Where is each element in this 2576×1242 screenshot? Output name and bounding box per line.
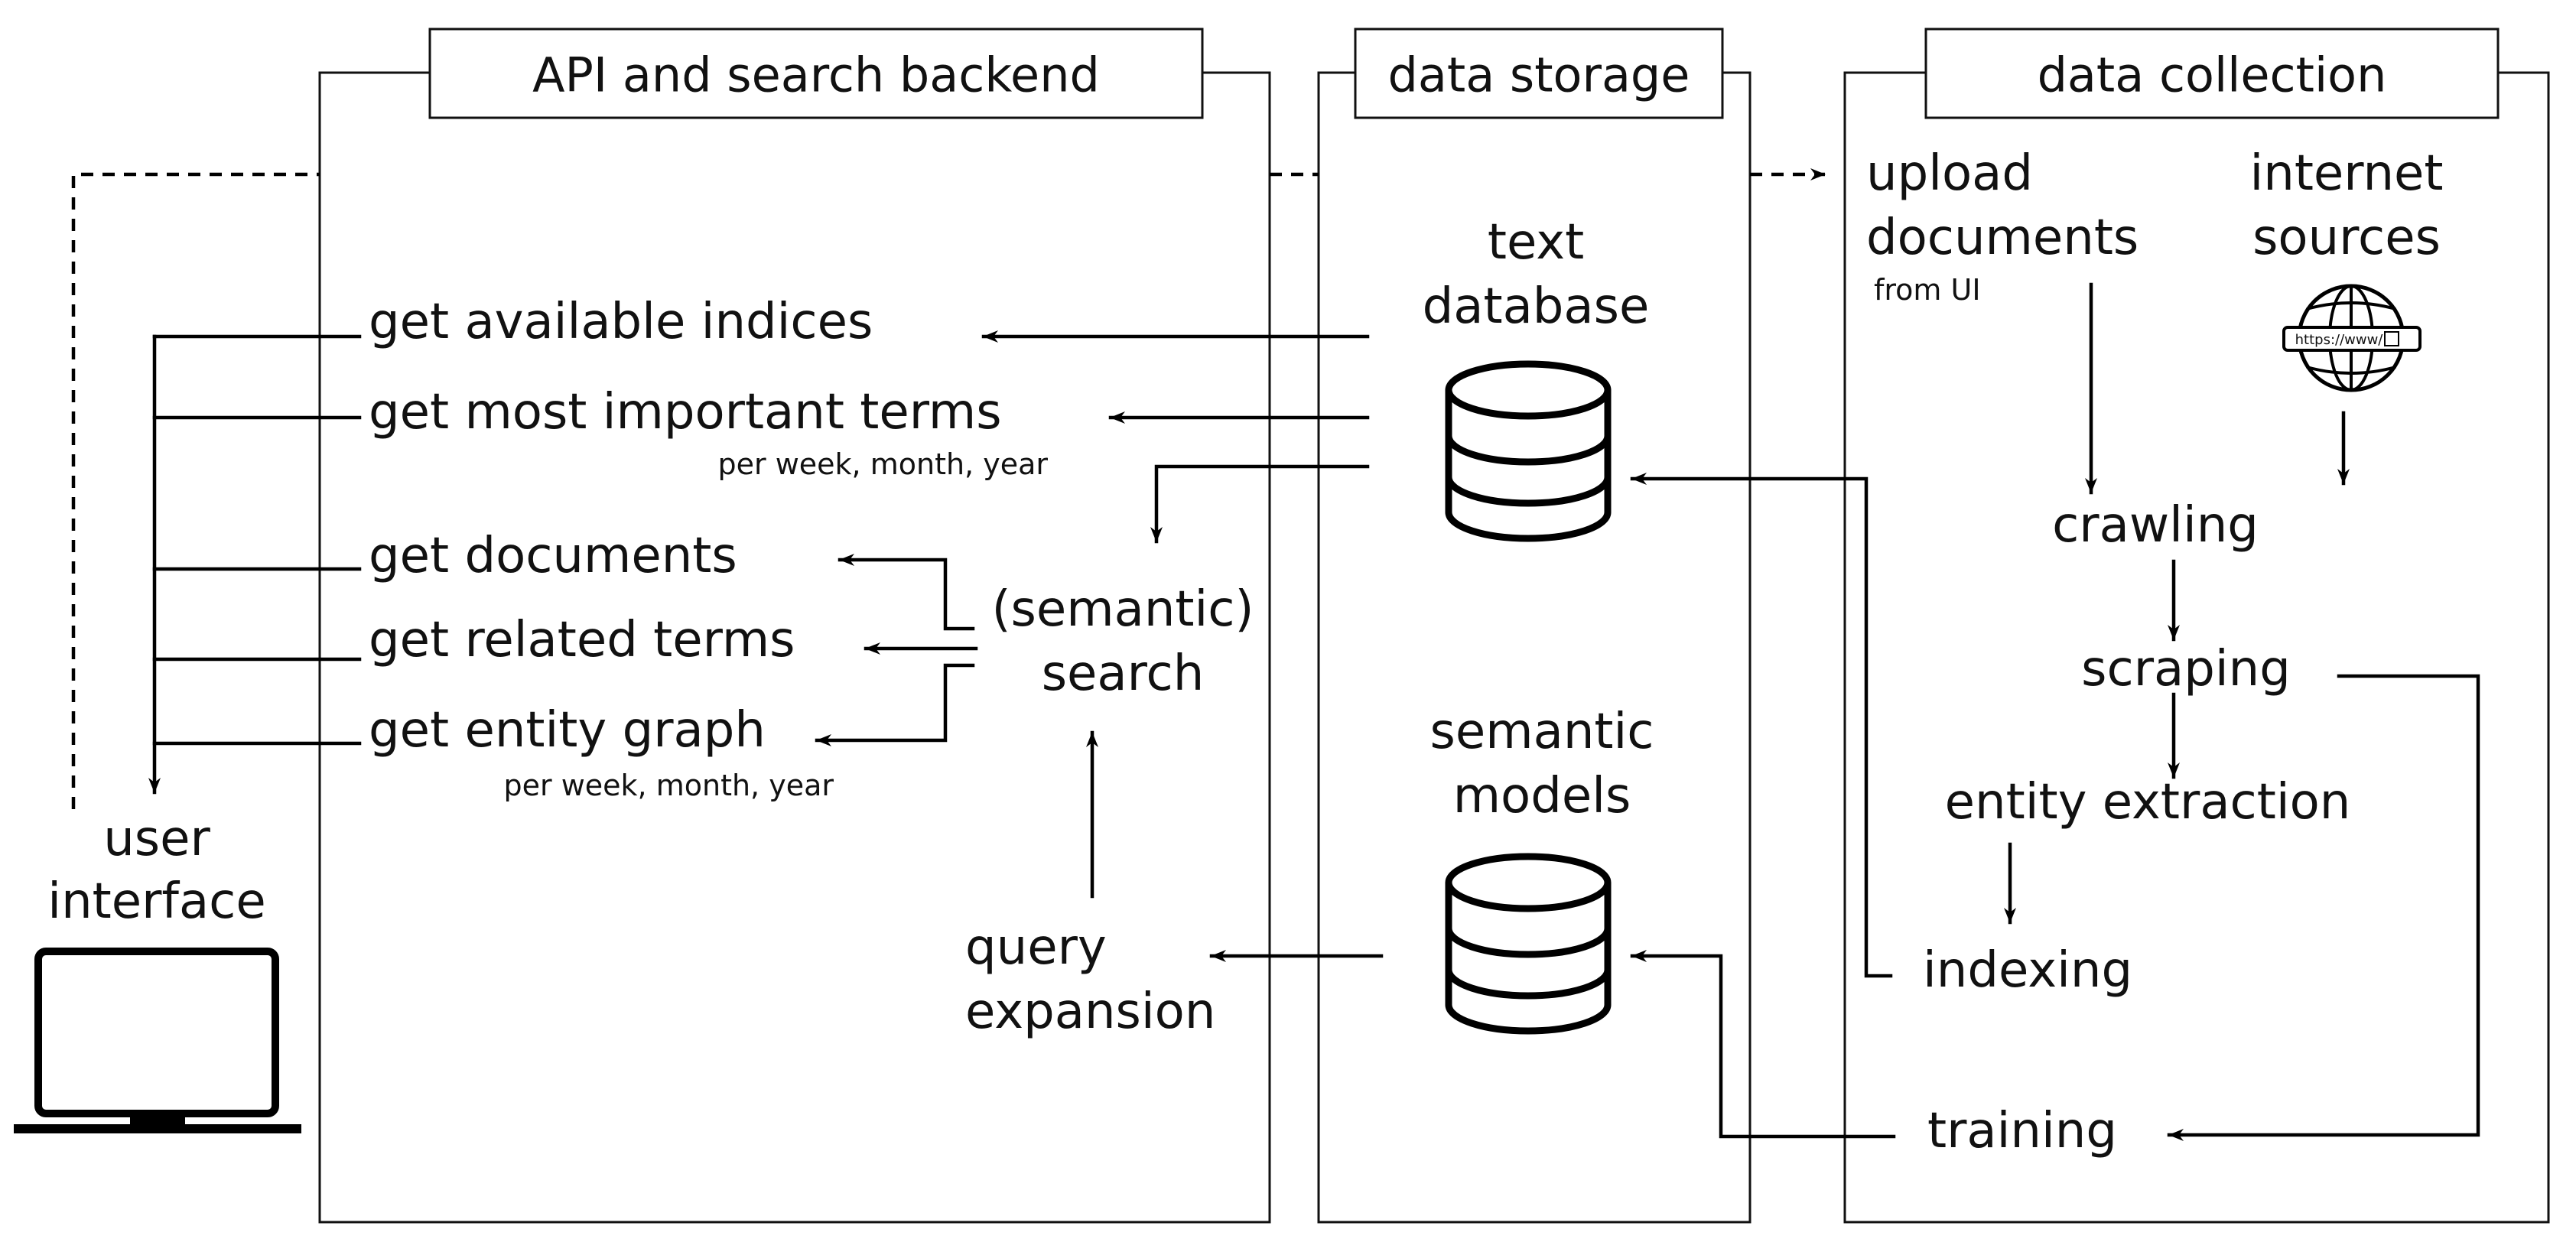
upload-documents-line1: upload <box>1866 145 2033 202</box>
query-expansion-line1: query <box>965 919 1107 976</box>
dashed-line-ui <box>71 172 320 809</box>
api-items: get available indices get most important… <box>369 294 1254 1040</box>
collection-panel: data collection <box>1843 28 2550 1224</box>
arrow-to-entity-graph <box>815 663 975 746</box>
user-interface-line2: interface <box>47 873 265 930</box>
semantic-search-line1: (semantic) <box>992 581 1254 638</box>
get-documents-label: get documents <box>369 528 737 584</box>
laptop-icon <box>14 948 301 1133</box>
dashed-upload-link <box>71 168 1826 809</box>
storage-panel-tab <box>1354 28 1724 119</box>
storage-panel-title: data storage <box>1388 47 1690 103</box>
upload-documents-line2: documents <box>1866 210 2139 266</box>
terms-period-note: per week, month, year <box>718 447 1049 481</box>
graph-period-note: per week, month, year <box>504 769 834 802</box>
collection-panel-border <box>1843 71 2550 1224</box>
upload-from-ui-note: from UI <box>1874 273 1981 307</box>
entity-extraction-label: entity extraction <box>1945 774 2351 831</box>
collection-panel-tab <box>1924 28 2500 119</box>
arrow-indexing-to-text-database <box>1630 473 1893 978</box>
internet-sources-line1: internet <box>2249 145 2443 202</box>
url-bar-text: https://www/ <box>2295 332 2384 348</box>
internet-sources-line2: sources <box>2252 210 2441 266</box>
text-database-line1: text <box>1488 214 1584 271</box>
database-icon <box>1445 853 1612 1035</box>
get-entity-graph-label: get entity graph <box>369 702 766 759</box>
ui-connectors <box>148 334 362 795</box>
collection-flow-arrows <box>1630 282 2480 1141</box>
database-icon <box>1445 360 1612 542</box>
user-interface-line1: user <box>103 811 210 867</box>
training-label: training <box>1927 1103 2117 1159</box>
arrow-to-documents <box>838 554 975 631</box>
storage-to-api-arrows <box>981 330 1384 962</box>
text-database-line2: database <box>1423 278 1650 335</box>
scraping-label: scraping <box>2081 641 2291 697</box>
get-related-terms-label: get related terms <box>369 612 795 668</box>
semantic-models-line2: models <box>1453 768 1631 824</box>
storage-items: text database semantic models <box>1423 214 1654 1035</box>
get-available-indices-label: get available indices <box>369 294 873 350</box>
indexing-label: indexing <box>1923 942 2132 999</box>
search-output-arrows <box>815 554 1098 899</box>
arrow-scraping-to-training <box>2167 674 2480 1141</box>
api-panel-border <box>318 71 1271 1224</box>
get-most-important-terms-label: get most important terms <box>369 384 1002 441</box>
globe-icon: https://www/ <box>2282 284 2422 392</box>
semantic-search-line2: search <box>1042 645 1205 702</box>
arrow-training-to-semantic-models <box>1630 950 1896 1139</box>
semantic-models-line1: semantic <box>1430 704 1654 760</box>
user-interface: user interface <box>14 811 301 1133</box>
api-panel-title: API and search backend <box>532 47 1100 103</box>
arrow-to-search <box>1150 464 1370 544</box>
collection-items: upload documents from UI internet source… <box>1866 145 2444 1159</box>
api-panel-tab <box>428 28 1204 119</box>
storage-panel: data storage <box>1317 28 1751 1224</box>
query-expansion-line2: expansion <box>965 984 1215 1040</box>
api-panel: API and search backend <box>318 28 1271 1224</box>
collection-panel-title: data collection <box>2038 47 2387 103</box>
crawling-label: crawling <box>2052 497 2259 554</box>
